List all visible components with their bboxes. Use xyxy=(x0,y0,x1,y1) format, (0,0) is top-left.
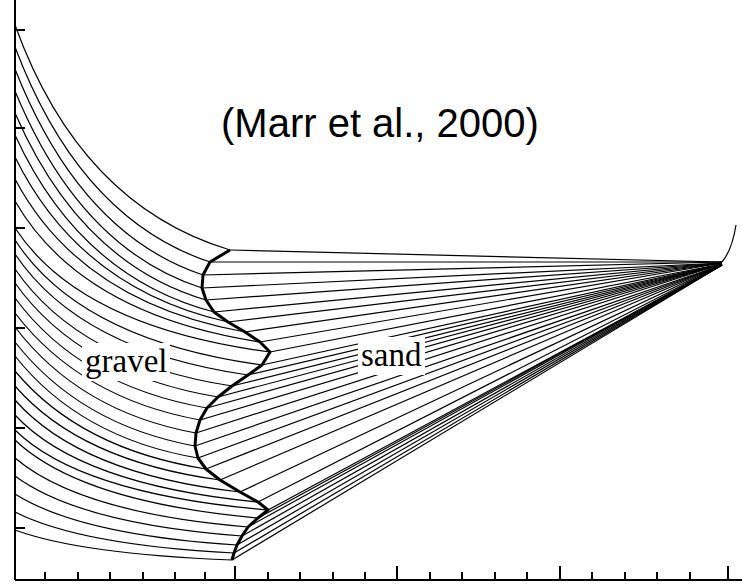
region-label: gravel xyxy=(82,343,170,381)
axes xyxy=(15,0,742,580)
gravel-sand-front xyxy=(195,250,270,560)
citation-label: (Marr et al., 2000) xyxy=(218,100,542,146)
region-label: sand xyxy=(358,337,425,375)
sand-layers xyxy=(195,225,736,560)
